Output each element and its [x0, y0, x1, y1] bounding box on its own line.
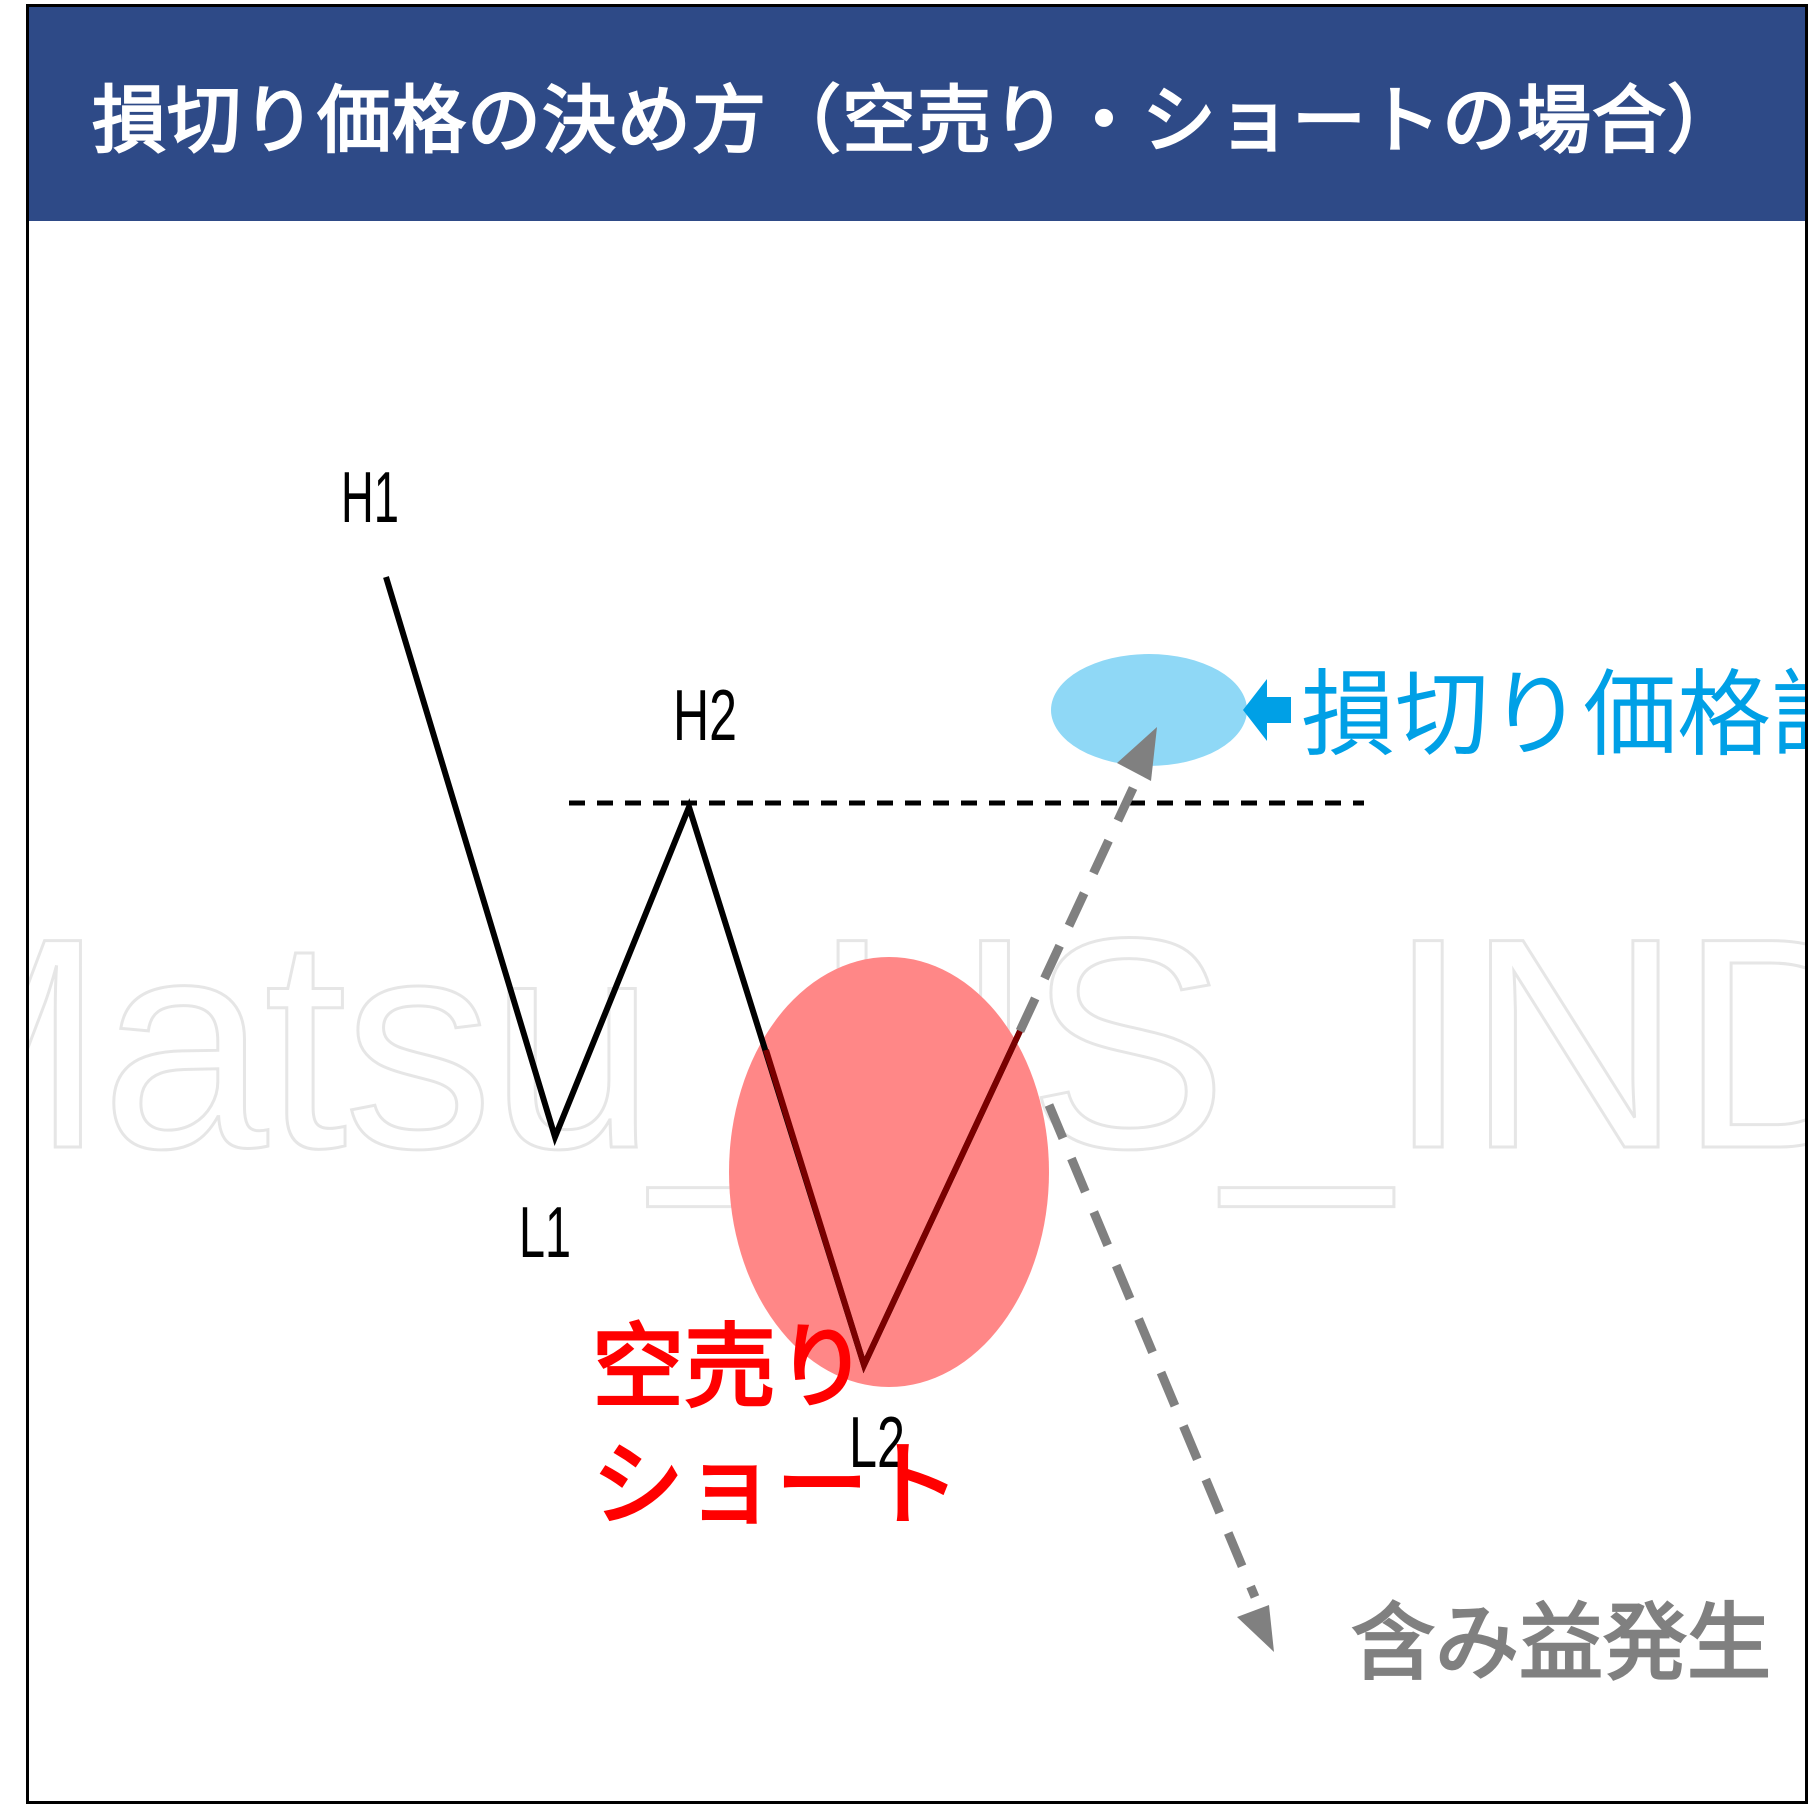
stop-loss-arrow-shaft — [1015, 769, 1146, 1033]
l2-label: L2 — [849, 1403, 905, 1483]
stop-loss-pointer-head — [1243, 679, 1267, 741]
profit-label: 含み益発生 — [1351, 1594, 1771, 1692]
stop-loss-label: 損切り価格設定 — [1301, 661, 1808, 770]
watermark: @Matsu_US_INDEX — [29, 875, 1808, 1211]
title-banner: 損切り価格の決め方（空売り・ショートの場合） — [29, 7, 1805, 221]
price-path-overlay — [763, 1029, 1023, 1374]
stop-loss-ellipse — [1051, 654, 1247, 766]
page-title: 損切り価格の決め方（空売り・ショートの場合） — [92, 77, 1742, 164]
stop-loss-arrow-head — [1117, 727, 1157, 781]
profit-arrow-shaft — [1044, 1103, 1260, 1599]
h1-label: H1 — [341, 458, 399, 538]
price-diagram: @Matsu_US_INDEX H1 H2 L1 L2 空売り ショート 損切り… — [29, 458, 1808, 1692]
entry-label-line2: ショート — [592, 1432, 960, 1539]
entry-zone-circle — [729, 957, 1049, 1387]
h2-label: H2 — [673, 676, 737, 756]
entry-label-line1: 空売り — [592, 1314, 868, 1421]
diagram-frame: 損切り価格の決め方（空売り・ショートの場合） @Matsu_US_INDEX H… — [26, 4, 1808, 1804]
profit-arrow-head — [1237, 1605, 1274, 1652]
l1-label: L1 — [519, 1193, 571, 1273]
